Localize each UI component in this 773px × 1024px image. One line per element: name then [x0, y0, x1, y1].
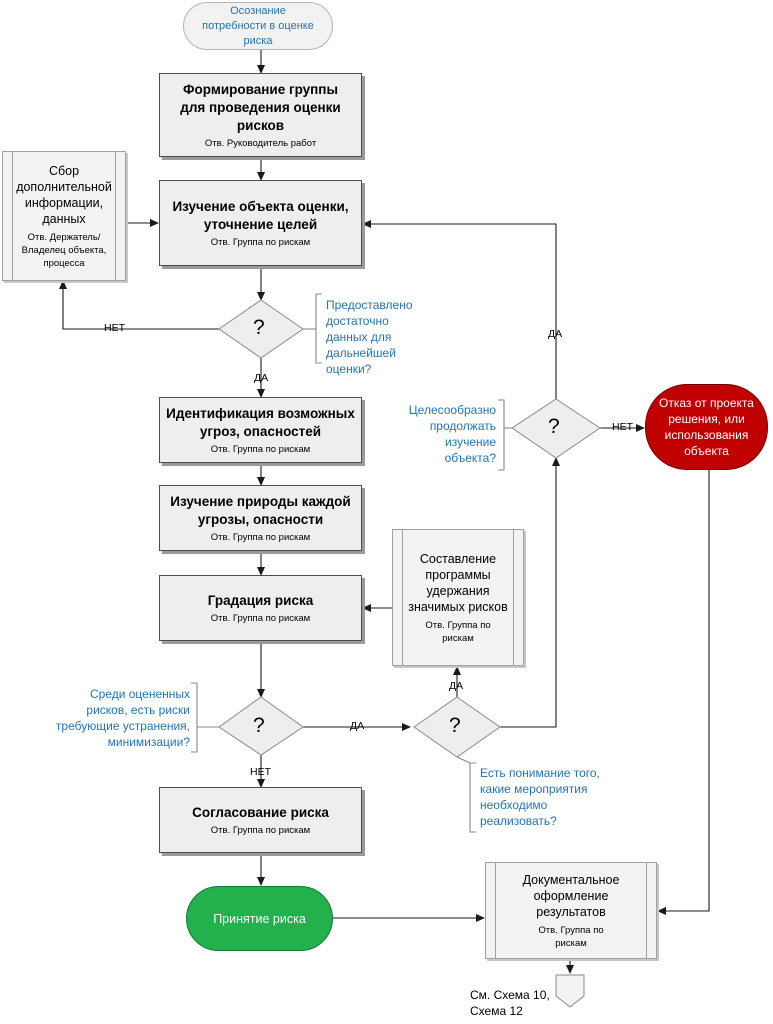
bracket-q4: [469, 762, 476, 833]
label-q1-yes: ДА: [254, 372, 269, 384]
subprocess-owner: Отв. Группа по рискам: [538, 924, 604, 949]
label-q3-no: НЕТ: [250, 766, 271, 778]
decision-q4-symbol: ?: [449, 714, 461, 737]
step-owner: Отв. Группа по рискам: [210, 613, 311, 624]
label-q3-yes: ДА: [350, 720, 365, 732]
decision-diamond-q1: [218, 299, 304, 359]
step-owner: Отв. Группа по рискам: [210, 825, 311, 836]
step-title: Градация риска: [207, 593, 314, 608]
scheme-reference: См. Схема 10, Схема 12: [470, 988, 550, 1018]
bracket-q2: [498, 399, 505, 471]
step-study-nature: Изучение природы каждой угрозы, опасност…: [159, 485, 362, 551]
decision-q3-symbol: ?: [253, 714, 265, 737]
arrow-q1-no-to-sub1: [59, 280, 219, 330]
accept-label: Принятие риска: [213, 911, 306, 926]
step-title: Идентификация возможных угроз, опасносте…: [166, 406, 355, 439]
arrow-q2-yes-to-step2: [362, 220, 557, 399]
start-terminator: Осознание потребности в оценке риска: [183, 2, 333, 50]
label-q1-no: НЕТ: [104, 322, 125, 334]
label-q2-yes: ДА: [548, 328, 563, 340]
step-title: Изучение природы каждой угрозы, опасност…: [170, 494, 351, 527]
refuse-label: Отказ от проекта решения, или использова…: [659, 396, 754, 458]
decision-q1-symbol: ?: [253, 316, 265, 339]
subprocess-title: Составление программы удержания значимых…: [408, 551, 508, 614]
question-continue-study: Целесообразно продолжать изучение объект…: [408, 403, 496, 465]
decision-diamond-q4: [413, 696, 501, 758]
arrow-q4-to-q2: [500, 457, 560, 728]
refuse-terminator: Отказ от проекта решения, или использова…: [645, 384, 768, 470]
label-q4-yes: ДА: [449, 680, 464, 692]
step-title: Формирование группы для проведения оценк…: [180, 82, 341, 133]
bracket-q3: [191, 682, 198, 753]
step-owner: Отв. Руководитель работ: [204, 138, 317, 149]
question-measures-known: Есть понимание того, какие мероприятия н…: [480, 766, 600, 828]
label-q2-no: НЕТ: [612, 421, 633, 433]
step-risk-gradation: Градация риска Отв. Группа по рискам: [159, 575, 362, 641]
subprocess-title: Документальное оформление результатов: [522, 872, 620, 919]
decision-diamond-q2: [511, 398, 601, 459]
step-owner: Отв. Группа по рискам: [210, 532, 311, 543]
subprocess-title: Сбор дополнительной информации, данных: [16, 163, 112, 226]
step-risk-approval: Согласование риска Отв. Группа по рискам: [159, 787, 362, 853]
question-enough-data: Предоставлено достаточно данных для даль…: [326, 298, 413, 376]
accept-terminator: Принятие риска: [186, 886, 333, 951]
subprocess-retention-program: Составление программы удержания значимых…: [392, 529, 524, 666]
question-risks-need-mitigation: Среди оцененных рисков, есть риски требу…: [55, 687, 190, 749]
step-identify-threats: Идентификация возможных угроз, опасносте…: [159, 397, 362, 463]
step-owner: Отв. Группа по рискам: [210, 237, 311, 248]
subprocess-collect-data: Сбор дополнительной информации, данных О…: [2, 151, 126, 281]
step-title: Изучение объекта оценки, уточнение целей: [172, 199, 349, 232]
offpage-connector: [555, 974, 585, 1008]
decision-q2-symbol: ?: [548, 415, 560, 438]
step-title: Согласование риска: [192, 805, 329, 820]
subprocess-owner: Отв. Группа по рискам: [425, 619, 491, 644]
step-form-group: Формирование группы для проведения оценк…: [159, 73, 362, 157]
decision-diamond-q3: [218, 696, 304, 756]
start-label: Осознание потребности в оценке риска: [202, 4, 314, 47]
subprocess-documentation: Документальное оформление результатов От…: [485, 862, 657, 959]
step-owner: Отв. Группа по рискам: [210, 444, 311, 455]
bracket-q1: [315, 293, 322, 364]
arrow-refuse-to-doc: [657, 470, 710, 915]
subprocess-owner: Отв. Держатель/ Владелец объекта, процес…: [21, 231, 107, 269]
step-study-object: Изучение объекта оценки, уточнение целей…: [159, 180, 362, 266]
